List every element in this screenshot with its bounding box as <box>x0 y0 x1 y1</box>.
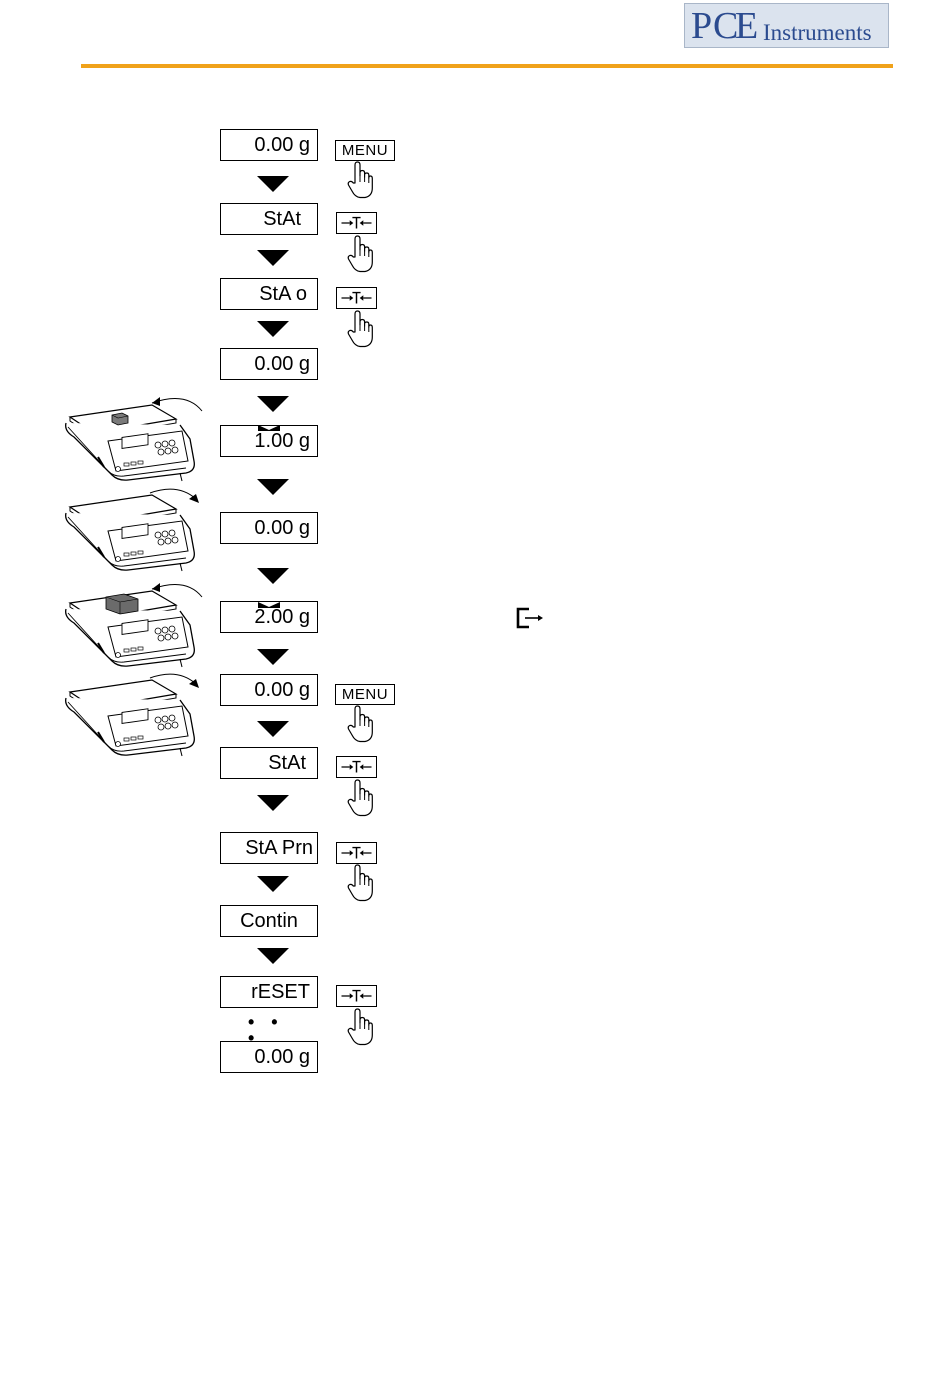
tare-key-icon <box>337 213 376 233</box>
display-stat: StAt <box>220 747 318 779</box>
svg-text:P: P <box>691 5 712 47</box>
tare-key[interactable] <box>336 756 377 778</box>
tare-key[interactable] <box>336 287 377 309</box>
svg-text:Instruments: Instruments <box>763 20 872 45</box>
pointing-hand-icon <box>347 235 373 273</box>
flow-arrow-icon <box>257 876 289 892</box>
scale-with-large-weight <box>54 583 204 675</box>
scale-with-small-weight <box>54 397 204 489</box>
stable-indicator-icon <box>258 425 280 431</box>
pointing-hand-icon <box>347 161 373 199</box>
display-zero: 0.00 g <box>220 348 318 380</box>
tare-key-icon <box>337 288 376 308</box>
tare-key-icon <box>337 843 376 863</box>
display-contin: Contin <box>220 905 318 937</box>
flow-arrow-icon <box>257 568 289 584</box>
menu-key[interactable]: MENU <box>335 140 395 161</box>
display-zero: 0.00 g <box>220 674 318 706</box>
flow-arrow-icon <box>257 250 289 266</box>
pointing-hand-icon <box>347 310 373 348</box>
pointing-hand-icon <box>347 1008 373 1046</box>
display-zero: 0.00 g <box>220 129 318 161</box>
flow-arrow-icon <box>257 479 289 495</box>
tare-key-icon <box>337 986 376 1006</box>
pointing-hand-icon <box>347 779 373 817</box>
flow-arrow-icon <box>257 649 289 665</box>
stable-indicator-icon <box>258 602 280 608</box>
flow-arrow-icon <box>257 948 289 964</box>
tare-key[interactable] <box>336 212 377 234</box>
display-reset: rESET <box>220 976 318 1008</box>
header-rule <box>81 64 893 68</box>
display-zero: 0.00 g <box>220 512 318 544</box>
print-exit-icon <box>516 607 546 629</box>
display-stat: StAt <box>220 203 318 235</box>
flow-arrow-icon <box>257 721 289 737</box>
continuation-dots: • • • <box>248 1014 298 1030</box>
pointing-hand-icon <box>347 705 373 743</box>
tare-key[interactable] <box>336 842 377 864</box>
display-sta-prn: StA Prn <box>220 832 318 864</box>
empty-scale <box>54 672 204 764</box>
menu-key[interactable]: MENU <box>335 684 395 705</box>
empty-scale <box>54 487 204 579</box>
svg-text:E: E <box>735 5 758 47</box>
display-sta-o: StA o <box>220 278 318 310</box>
flow-arrow-icon <box>257 321 289 337</box>
tare-key-icon <box>337 757 376 777</box>
tare-key[interactable] <box>336 985 377 1007</box>
flow-arrow-icon <box>257 795 289 811</box>
pce-instruments-logo: P C E Instruments <box>684 3 889 48</box>
display-zero: 0.00 g <box>220 1041 318 1073</box>
pointing-hand-icon <box>347 864 373 902</box>
logo-mark: P C E Instruments <box>685 4 888 47</box>
flow-arrow-icon <box>257 396 289 412</box>
flow-arrow-icon <box>257 176 289 192</box>
